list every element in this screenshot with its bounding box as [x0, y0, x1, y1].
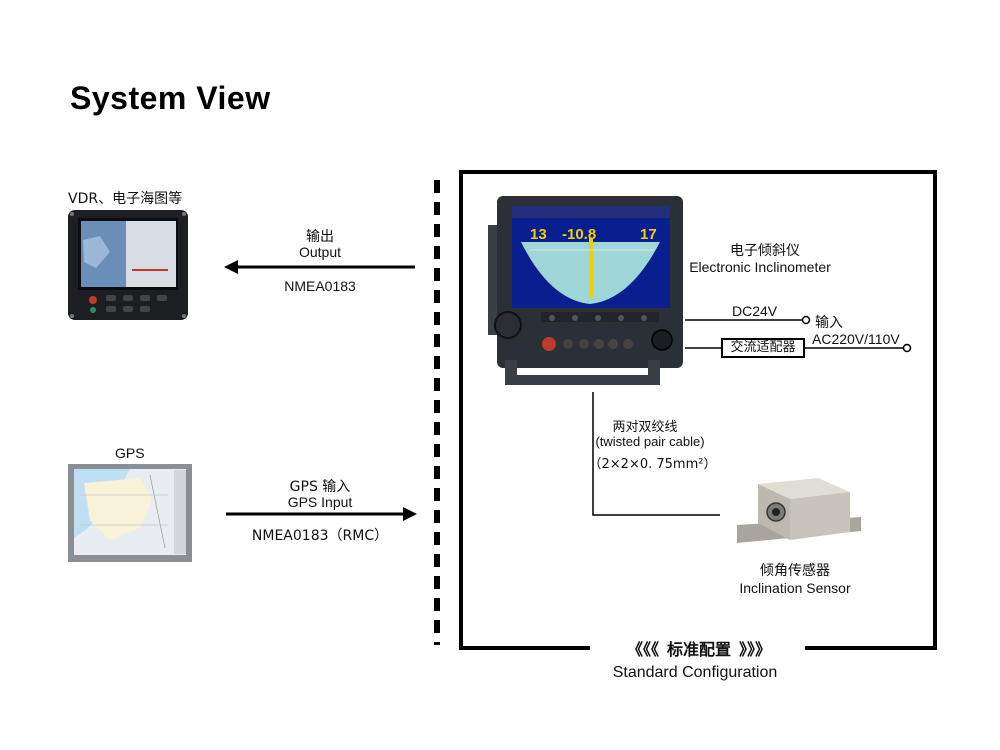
inclinometer-label-en: Electronic Inclinometer	[689, 259, 831, 275]
chevrons-right: 》》》	[739, 640, 772, 659]
inclination-sensor	[737, 478, 861, 543]
standard-config-label-zh: 标准配置	[666, 640, 731, 659]
chevrons-left: 《《《	[626, 640, 659, 659]
output-arrow-head	[224, 260, 238, 274]
output-label-en: Output	[298, 244, 342, 260]
ac-terminal	[902, 343, 912, 353]
dc-terminal	[801, 315, 811, 325]
screen-center-value: -10.8	[562, 226, 597, 243]
screen-right-value: 17	[640, 226, 657, 243]
output-protocol: NMEA0183	[284, 278, 356, 294]
vdr-device	[68, 210, 188, 320]
gps-device	[68, 464, 192, 562]
inclinometer-label-zh: 电子倾斜仪	[730, 243, 800, 259]
ac-power-label: AC220V/110V	[812, 331, 900, 347]
gps-label: GPS	[115, 445, 145, 461]
ac-adapter-box: 交流适配器	[721, 338, 805, 358]
sensor-label-zh: 倾角传感器	[760, 563, 830, 579]
inclinometer-device	[488, 196, 683, 385]
sensor-label-en: Inclination Sensor	[739, 580, 851, 596]
vdr-label: VDR、电子海图等	[68, 191, 183, 207]
dc-input-label: 输入	[815, 315, 843, 331]
power-button	[542, 337, 556, 351]
standard-config-label-en: Standard Configuration	[612, 664, 778, 681]
gps-input-label-zh: GPS 输入	[289, 479, 351, 495]
standard-config-title-row: 《《《 标准配置 》》》	[594, 636, 804, 660]
gps-input-protocol: NMEA0183（RMC）	[251, 528, 389, 544]
dc-power-label: DC24V	[732, 303, 778, 319]
cable-label-zh: 两对双绞线	[612, 420, 678, 435]
output-label-zh: 输出	[306, 229, 334, 245]
side-knob	[494, 311, 522, 339]
screen-left-value: 13	[530, 226, 547, 243]
mounting-bracket	[505, 360, 660, 385]
standard-config-frame	[459, 170, 937, 650]
twisted-pair-cable	[592, 392, 720, 516]
cable-label-en: (twisted pair cable)	[595, 434, 705, 449]
gps-input-label-en: GPS Input	[287, 494, 353, 510]
cable-spec: （2×2×0. 75mm²）	[588, 457, 717, 472]
gps-input-arrow-head	[403, 507, 417, 521]
rotary-knob	[651, 329, 673, 351]
page-title: System View	[70, 80, 271, 116]
